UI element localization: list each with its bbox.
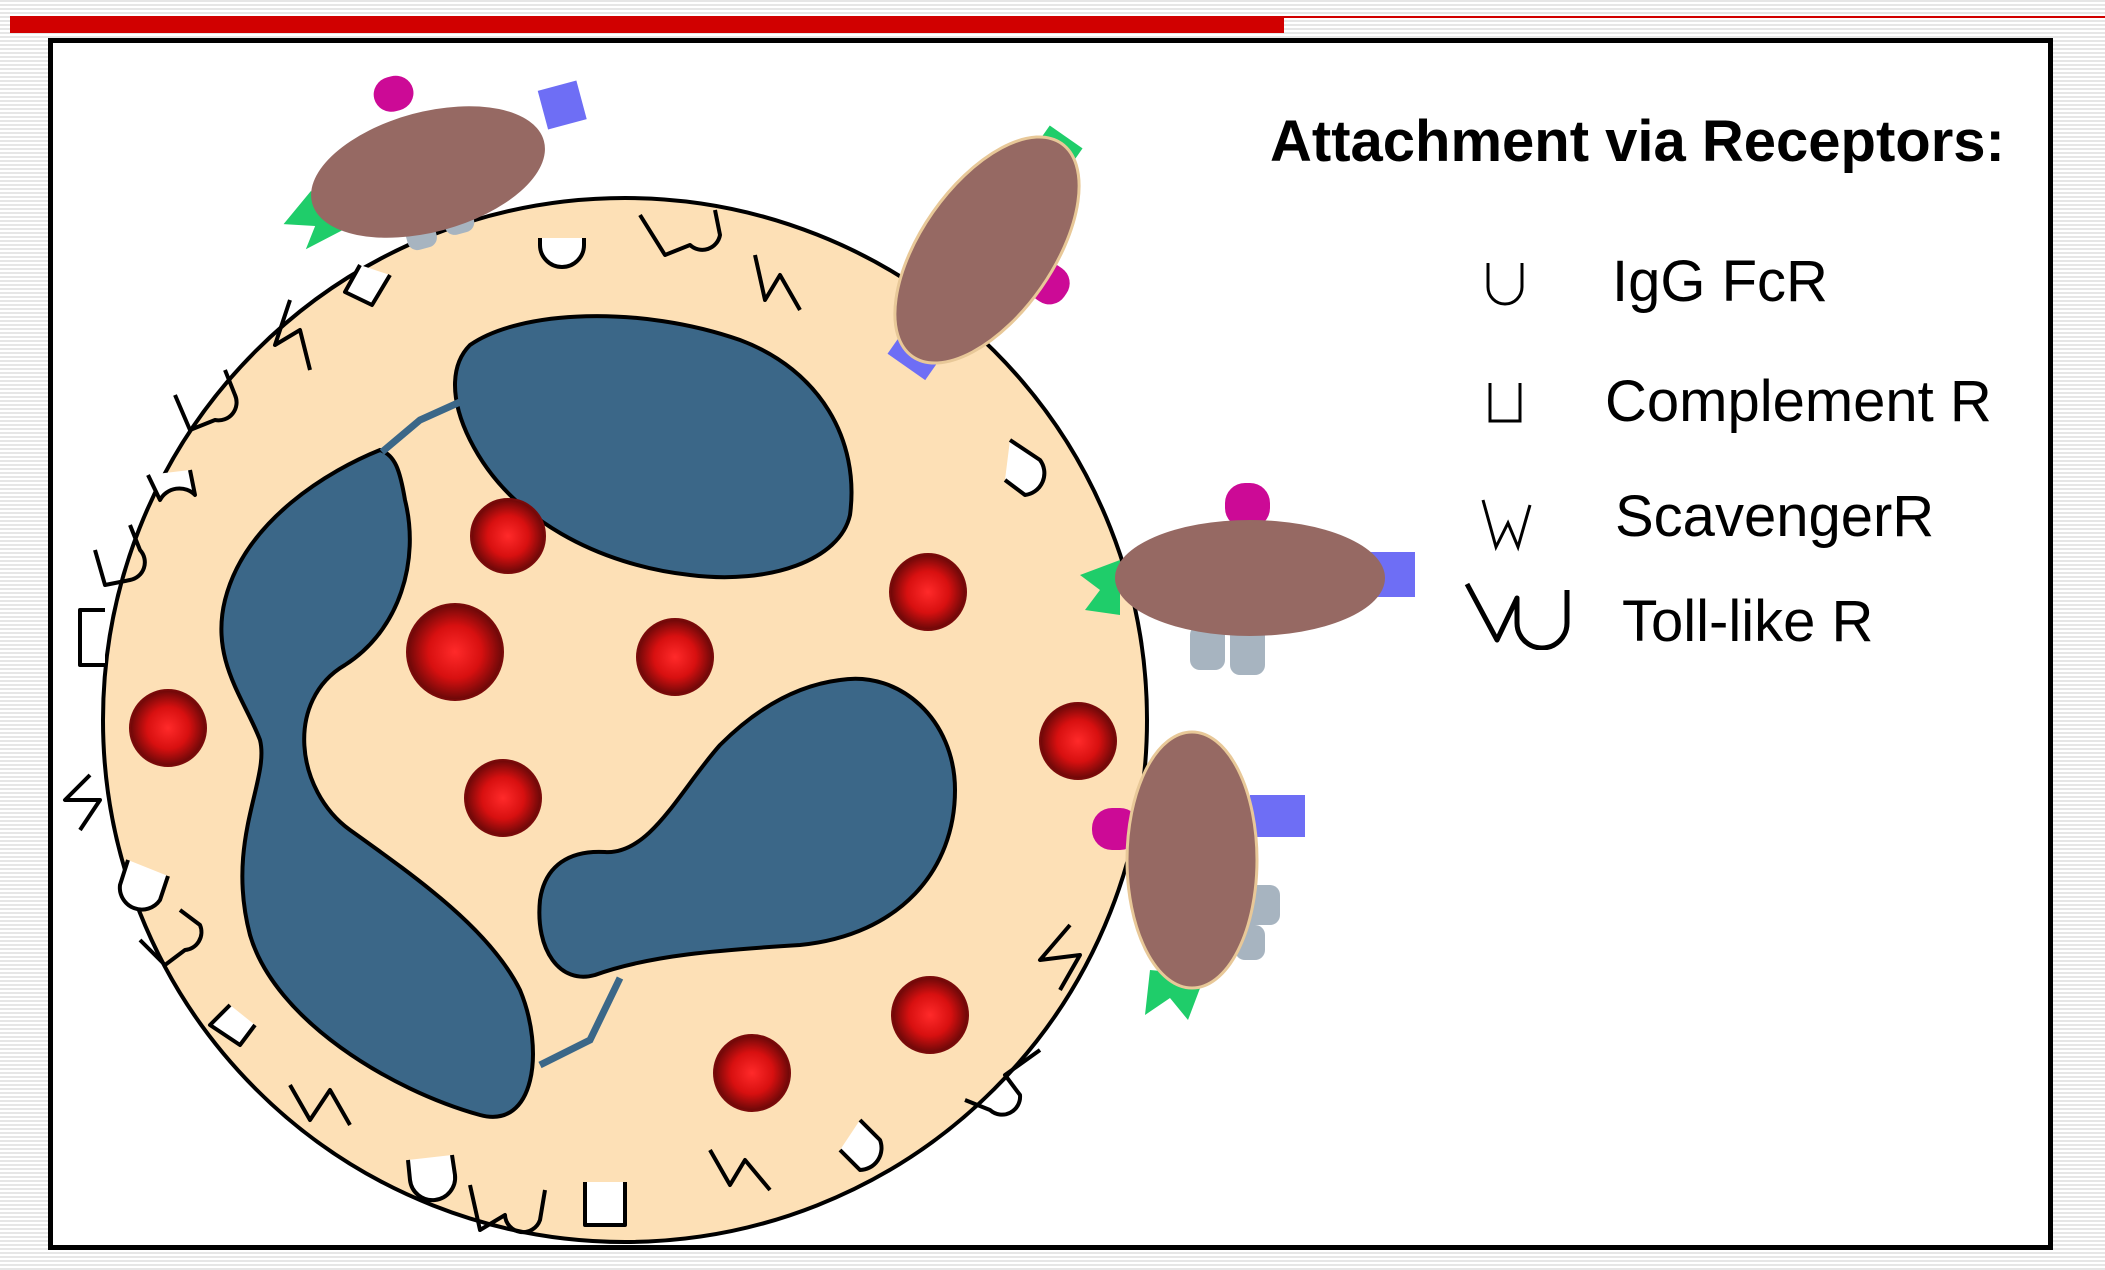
igg-fc-receptor [838,1118,884,1172]
granule [129,689,207,767]
nucleus-strand [379,398,462,455]
granule [470,498,546,574]
bacterium [1080,483,1415,675]
toll-like-receptor-icon [1464,582,1570,650]
legend-title: Attachment via Receptors: [1270,109,2005,174]
toll-like-receptor [93,524,147,587]
toll-like-receptor [468,1184,547,1235]
granule [464,759,542,837]
bacterium [283,75,587,251]
igg-fc-receptor [406,1154,458,1203]
complement-receptor-icon [1488,383,1522,423]
scavenger-receptor [753,254,802,311]
igg-fc-receptor [538,238,586,269]
toll-like-receptor [138,908,204,967]
scavenger-receptor [1038,923,1082,991]
igg-fc-receptor [117,859,170,912]
granule [406,603,504,701]
scavenger-receptor [708,1149,772,1192]
bacterium [887,125,1083,381]
scavenger-receptor [288,1084,352,1126]
complement-receptor [583,1182,627,1227]
granule [636,618,714,696]
complement-receptor [208,1003,257,1047]
nucleus-lobe-top [453,314,854,580]
complement-receptor [78,608,105,667]
legend-item-complement-r: Complement R [1605,369,1992,434]
nucleus-lobe-right [537,676,958,979]
toll-like-receptor [638,209,722,257]
granule [891,976,969,1054]
nucleus-lobe-left [219,447,535,1119]
surface-receptors [63,209,1082,1235]
accent-line [1284,16,2105,18]
accent-bar [10,16,1284,33]
igg-fc-receptor [146,469,197,502]
legend-item-scavengerr: ScavengerR [1615,484,1935,549]
nucleus-strand [538,976,624,1069]
igg-fc-receptor [1003,438,1047,497]
toll-like-receptor [964,1048,1042,1117]
scavenger-receptor [273,299,312,371]
granule [1039,702,1117,780]
nucleus [219,314,958,1119]
legend-item-igg-fcr: IgG FcR [1612,249,1828,314]
scavenger-receptor-icon [1481,499,1532,552]
igg-fc-receptor-icon [1486,263,1524,306]
scavenger-receptor [63,773,102,832]
complement-receptor [343,264,392,307]
legend-item-toll-like-r: Toll-like R [1622,589,1874,654]
granules [129,498,1117,1112]
granule [889,553,967,631]
granule [713,1034,791,1112]
toll-like-receptor [173,369,239,432]
bacterium [1092,730,1305,1020]
